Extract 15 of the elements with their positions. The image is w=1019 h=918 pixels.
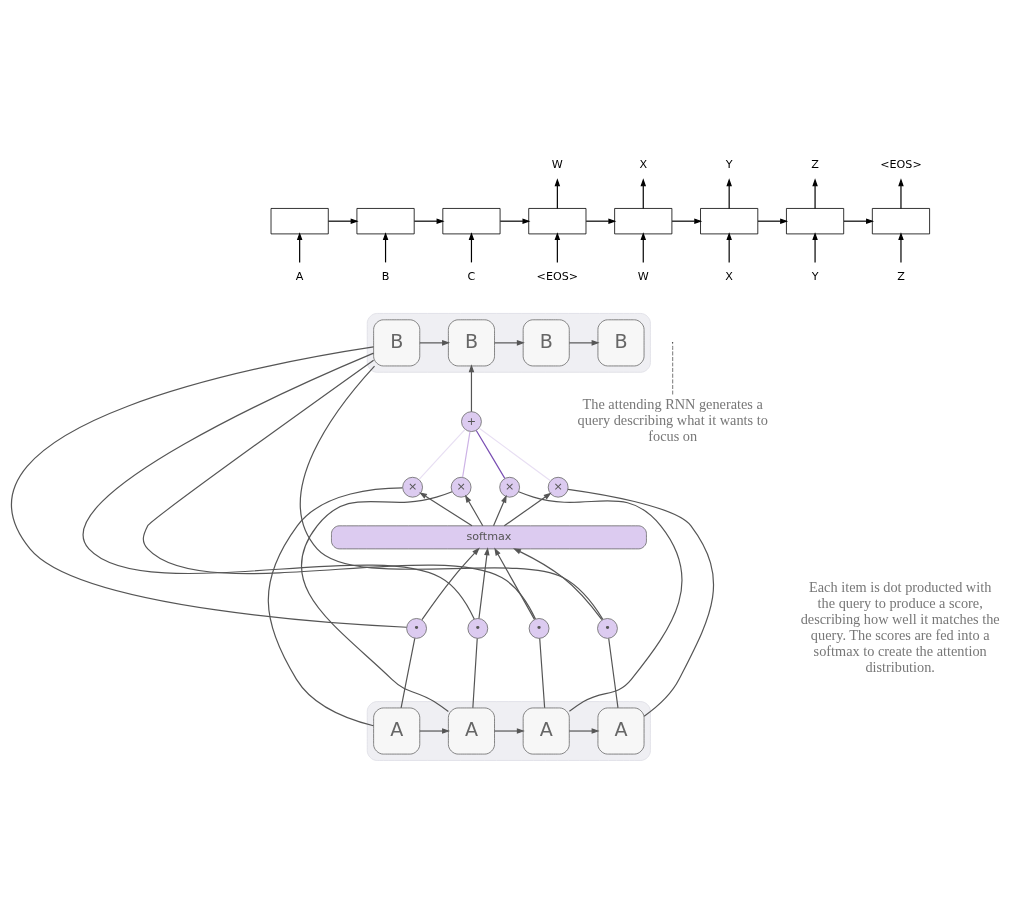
node-text: The attending RNN generates a query describing what it wants to focus on <box>577 396 768 445</box>
node-text: <EOS> <box>880 158 922 172</box>
label: Each item is dot producted with the query to produce a score, describing how well it matches the query. The scores are fed into a softmax to create the attention distribution. <box>800 579 1000 675</box>
node-text: A <box>295 269 304 283</box>
node-text: B <box>381 269 390 283</box>
node-text: X <box>725 269 733 283</box>
node-text: W <box>551 158 563 172</box>
node-text: Y <box>811 269 819 283</box>
node-text: C <box>467 269 476 283</box>
node-text: X <box>639 158 648 172</box>
node-text: Y <box>725 158 733 172</box>
node-text: <EOS> <box>536 269 579 283</box>
node-text: Z <box>897 269 905 283</box>
node-text: W <box>637 269 649 283</box>
node-text: Z <box>811 158 819 172</box>
